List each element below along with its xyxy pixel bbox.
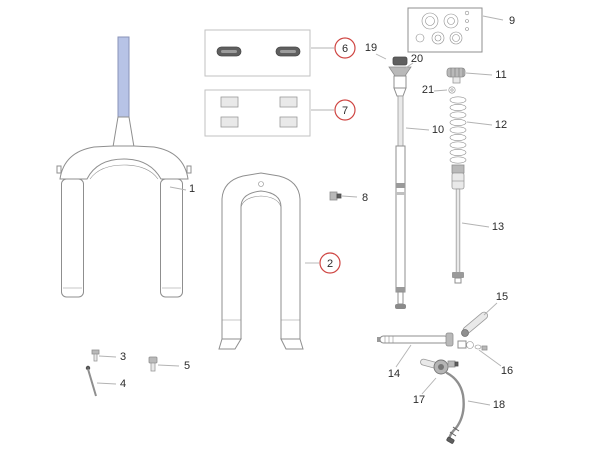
svg-text:4: 4 [120, 378, 126, 390]
dropout-left [218, 338, 242, 350]
axle-flange [445, 332, 454, 347]
svg-text:12: 12 [495, 119, 507, 131]
label-7: 7 [334, 99, 356, 121]
stanchion-left [61, 178, 84, 298]
svg-text:20: 20 [411, 53, 423, 65]
hose-end-fitting [446, 436, 455, 444]
callout-circle-6 [334, 37, 356, 59]
part-6-decal-sheet [204, 29, 311, 77]
label-8: 8 [362, 192, 368, 204]
svg-text:7: 7 [342, 105, 348, 117]
svg-text:16: 16 [501, 365, 513, 377]
svg-text:14: 14 [388, 368, 400, 380]
svg-text:15: 15 [496, 291, 508, 303]
label-4: 4 [120, 378, 126, 390]
svg-text:10: 10 [432, 124, 444, 136]
svg-text:3: 3 [120, 351, 126, 363]
label-20: 20 [411, 53, 423, 65]
part-19-top-cap [392, 56, 408, 66]
steerer-tube [117, 36, 130, 118]
label-13: 13 [492, 221, 504, 233]
svg-text:13: 13 [492, 221, 504, 233]
part-13-shaft-assembly [451, 164, 465, 284]
steerer-taper [112, 116, 135, 148]
part-9-seal-kit [407, 7, 483, 53]
part-18-hose [445, 371, 465, 444]
part-11-adjuster-cap [446, 67, 466, 84]
damper-shaft [397, 95, 404, 147]
part-1-crown-steerer-assembly [56, 36, 192, 298]
lowers-outline [221, 172, 301, 340]
label-9: 9 [509, 15, 515, 27]
damper-foot [395, 304, 406, 309]
svg-text:9: 9 [509, 15, 515, 27]
leader-lines [96, 15, 504, 406]
svg-text:1: 1 [189, 183, 195, 195]
svg-text:19: 19 [365, 42, 377, 54]
part-5-bolt [148, 356, 158, 372]
part-15-qr-lever [461, 311, 488, 337]
callout-circle-7 [334, 99, 356, 121]
damper-body [395, 145, 406, 293]
part-12-coil-spring [449, 96, 467, 164]
label-2: 2 [319, 252, 341, 274]
seal-kit-box [407, 7, 483, 53]
svg-text:5: 5 [184, 360, 190, 372]
label-12: 12 [495, 119, 507, 131]
label-6: 6 [334, 37, 356, 59]
lever-pivot [461, 329, 469, 337]
part-8-fitting [329, 191, 342, 201]
part-14-thru-axle [377, 332, 454, 347]
part-2-lower-legs [218, 172, 304, 350]
label-16: 16 [501, 365, 513, 377]
label-19: 19 [365, 42, 377, 54]
part-3-bolt [91, 349, 100, 362]
label-18: 18 [493, 399, 505, 411]
part-7-decal-sheet [204, 89, 311, 137]
callout-circle-2 [319, 252, 341, 274]
dropout-right [280, 338, 304, 350]
svg-text:2: 2 [327, 258, 333, 270]
axle-rod [379, 335, 449, 344]
part-16-axle-hardware [457, 340, 488, 351]
svg-text:18: 18 [493, 399, 505, 411]
fork-crown [59, 145, 189, 180]
svg-text:8: 8 [362, 192, 368, 204]
shaft-rod [455, 188, 461, 274]
part-21-ring [448, 86, 456, 94]
svg-text:6: 6 [342, 43, 348, 55]
svg-text:11: 11 [495, 69, 506, 81]
label-17: 17 [413, 394, 425, 406]
arch-boss [258, 181, 264, 187]
svg-text:17: 17 [413, 394, 425, 406]
label-21: 21 [422, 84, 434, 96]
part-10-damper-assembly [393, 75, 407, 309]
label-10: 10 [432, 124, 444, 136]
label-1: 1 [189, 183, 195, 195]
svg-text:21: 21 [422, 84, 434, 96]
label-11: 11 [495, 69, 506, 81]
stanchion-right [160, 178, 183, 298]
label-3: 3 [120, 351, 126, 363]
label-5: 5 [184, 360, 190, 372]
hose-curve [445, 371, 465, 442]
part-17-remote-lever [420, 358, 459, 375]
label-14: 14 [388, 368, 400, 380]
label-15: 15 [496, 291, 508, 303]
part-4-pin [85, 365, 97, 397]
part-20-crown-race [388, 66, 412, 77]
